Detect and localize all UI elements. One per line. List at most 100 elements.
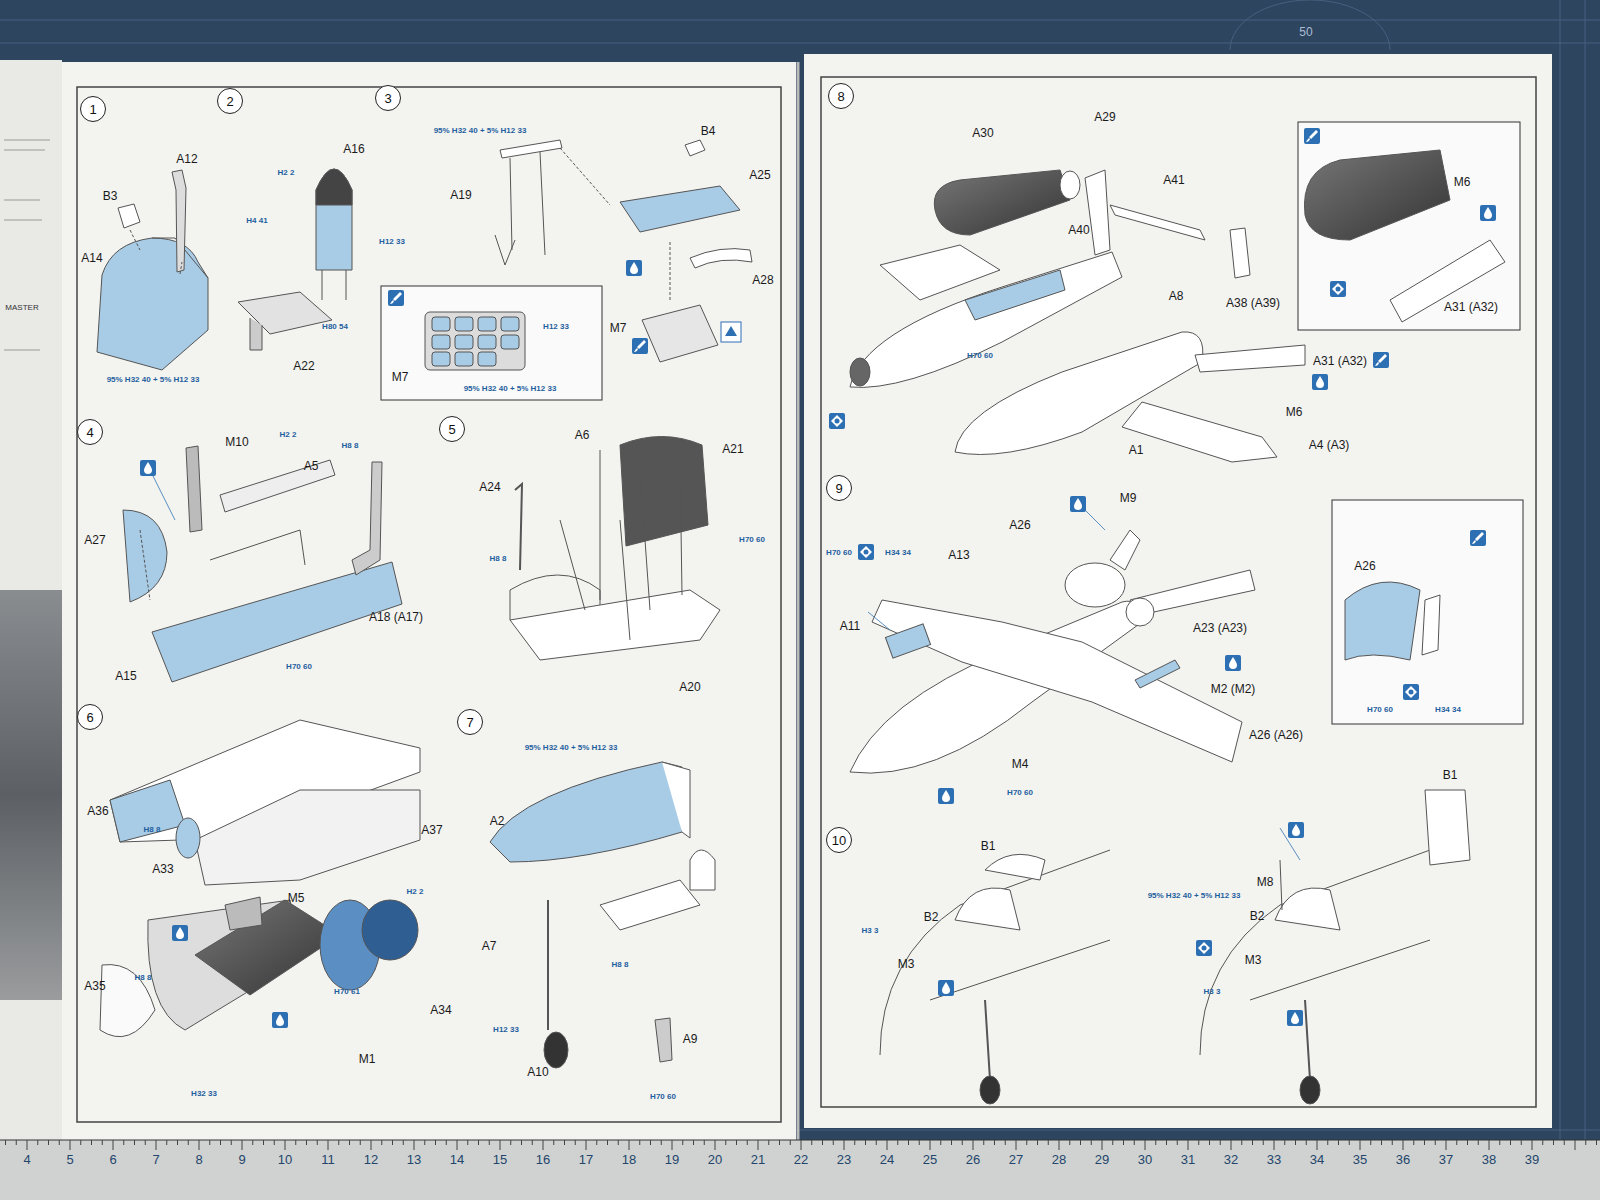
part-number: A35 [84,980,105,993]
step-number-circle: 8 [828,83,854,109]
ruler-number: 30 [1138,1153,1152,1167]
paint-code: H32 33 [191,1090,217,1099]
part-number: M7 [610,322,627,335]
paint-code: 95% H32 40 + 5% H12 33 [525,744,618,753]
paint-code: H12 33 [543,323,569,332]
step-number: 1 [89,102,96,117]
ruler-number: 25 [923,1153,937,1167]
ruler-number: 7 [152,1153,159,1167]
part-number: A22 [293,360,314,373]
paint-code: H80 54 [322,323,348,332]
ruler-number: 24 [880,1153,894,1167]
part-number: B1 [1443,769,1458,782]
part-number: M3 [1245,954,1262,967]
part-number: B2 [1250,910,1265,923]
ruler-number: 19 [665,1153,679,1167]
part-number: A4 (A3) [1309,439,1350,452]
ruler-number: 21 [751,1153,765,1167]
ruler-number: 6 [109,1153,116,1167]
ruler-number: 23 [837,1153,851,1167]
part-number: A7 [482,940,497,953]
part-number: A20 [679,681,700,694]
part-number: M1 [359,1053,376,1066]
paint-code: H70 60 [826,549,852,558]
paint-code: H34 34 [885,549,911,558]
part-number: M7 [392,371,409,384]
part-number: A15 [115,670,136,683]
step-number: 9 [835,481,842,496]
part-number: A23 (A23) [1193,622,1247,635]
ruler-number: 12 [364,1153,378,1167]
ruler-number: 17 [579,1153,593,1167]
step-number-circle: 4 [77,419,103,445]
part-number: A29 [1094,111,1115,124]
part-number: A24 [479,481,500,494]
paint-code: H4 41 [246,217,267,226]
step-number: 2 [226,94,233,109]
part-number: A18 (A17) [369,611,423,624]
paint-code: H70 60 [286,663,312,672]
paint-code: H70 60 [1007,789,1033,798]
part-number: A25 [749,169,770,182]
part-number: A26 [1009,519,1030,532]
paint-code: H3 3 [862,927,879,936]
part-number: A26 [1354,560,1375,573]
part-number: A12 [176,153,197,166]
step-number-circle: 1 [80,96,106,122]
paint-code: H34 34 [1435,706,1461,715]
part-number: A26 (A26) [1249,729,1303,742]
part-number: B2 [924,911,939,924]
part-number: A9 [683,1033,698,1046]
part-number: A27 [84,534,105,547]
part-number: M6 [1454,176,1471,189]
ruler-number: 36 [1396,1153,1410,1167]
step-number: 7 [466,715,473,730]
paint-code: 95% H32 40 + 5% H12 33 [434,127,527,136]
paint-code: H2 2 [278,169,295,178]
part-number: B4 [701,125,716,138]
step-number-circle: 3 [375,85,401,111]
step-number: 3 [384,91,391,106]
part-number: A37 [421,824,442,837]
step-number-circle: 2 [217,88,243,114]
step-number: 10 [832,833,846,848]
part-number: A6 [575,429,590,442]
part-number: A5 [304,460,319,473]
part-number: A16 [343,143,364,156]
part-number: A11 [840,620,860,633]
ruler-number: 37 [1439,1153,1453,1167]
ruler-number: 5 [66,1153,73,1167]
part-number: A10 [527,1066,548,1079]
ruler-number: 31 [1181,1153,1195,1167]
step-number-circle: 5 [439,416,465,442]
paint-code: H70 60 [650,1093,676,1102]
ruler-number: 27 [1009,1153,1023,1167]
ruler-number: 20 [708,1153,722,1167]
paint-code: H70 60 [967,352,993,361]
part-number: A14 [81,252,102,265]
paint-code: 95% H32 40 + 5% H12 33 [1148,892,1241,901]
ruler-number: 10 [278,1153,292,1167]
part-number: A28 [752,274,773,287]
ruler-number: 33 [1267,1153,1281,1167]
paint-code: 95% H32 40 + 5% H12 33 [464,385,557,394]
part-number: M5 [288,892,305,905]
ruler-number: 28 [1052,1153,1066,1167]
step-number-circle: 7 [457,709,483,735]
ruler-number: 29 [1095,1153,1109,1167]
part-number: A19 [450,189,471,202]
part-number: A41 [1163,174,1184,187]
step-number: 4 [86,425,93,440]
page-text: MASTER [5,304,38,313]
part-number: A40 [1068,224,1089,237]
ruler-number: 18 [622,1153,636,1167]
mat-number: 50 [1299,26,1312,39]
ruler-number: 38 [1482,1153,1496,1167]
paint-code: H12 33 [493,1026,519,1035]
part-number: B3 [103,190,118,203]
paint-code: H70 61 [334,988,360,997]
ruler-number: 39 [1525,1153,1539,1167]
ruler-number: 4 [23,1153,30,1167]
part-number: A30 [972,127,993,140]
ruler-number: 16 [536,1153,550,1167]
